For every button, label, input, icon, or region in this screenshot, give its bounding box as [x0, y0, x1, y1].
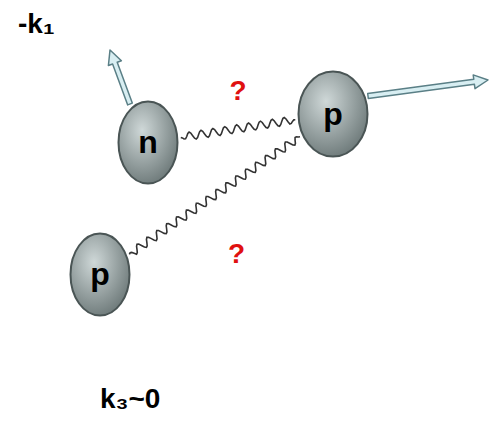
particle-name: p [297, 70, 369, 158]
particle-name: n [117, 100, 179, 185]
momentum-label: k₃~0 [100, 383, 160, 415]
exchange-line [181, 118, 296, 140]
particle-name: p [69, 232, 131, 317]
momentum-arrow [368, 75, 488, 99]
particle-ellipse: n [117, 100, 179, 185]
edge-label: ? [227, 75, 248, 107]
momentum-label: -k₁ [18, 8, 54, 40]
edge-label: ? [226, 238, 247, 270]
particle-ellipse: p [297, 70, 369, 158]
momentum-arrow [108, 50, 132, 105]
particle-ellipse: p [69, 232, 131, 317]
